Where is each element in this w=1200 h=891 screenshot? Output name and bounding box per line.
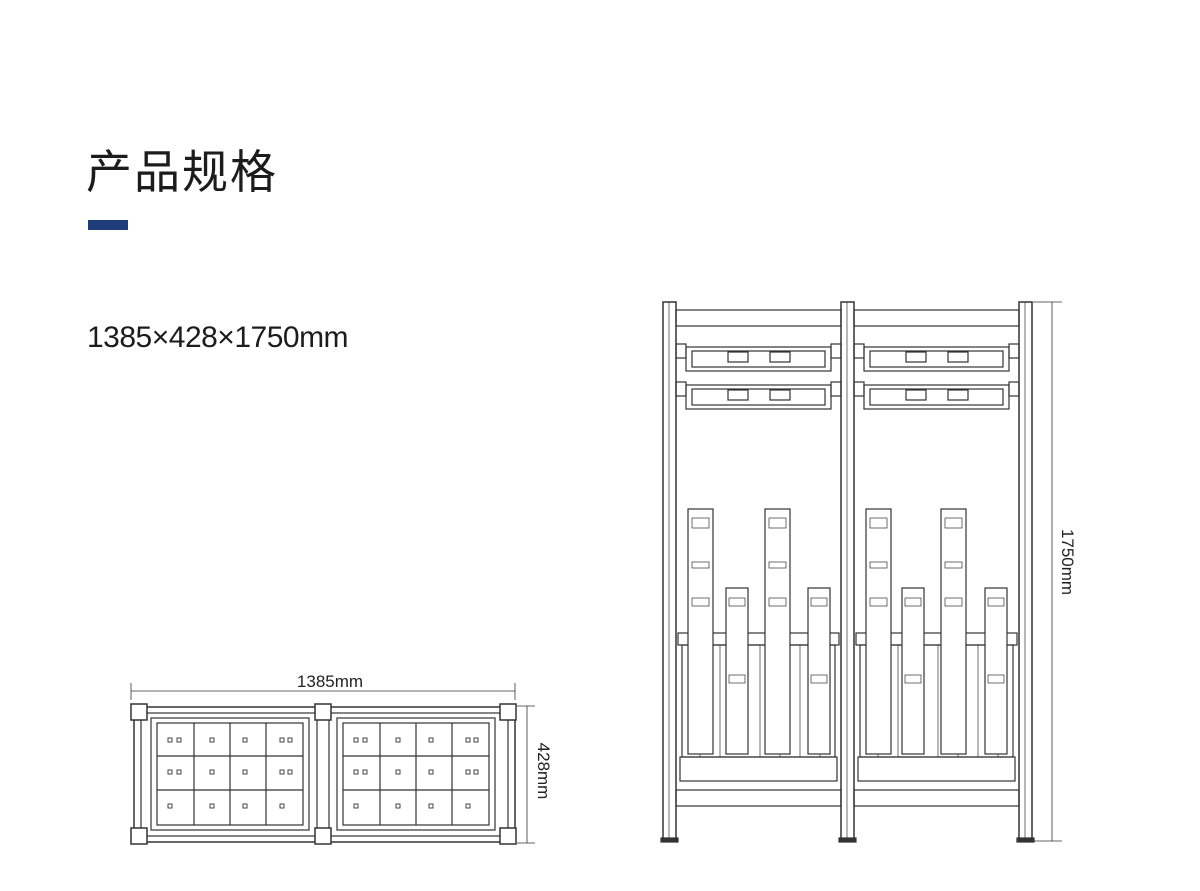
top-view-width-label: 1385mm <box>297 672 363 691</box>
title-accent-bar <box>88 220 128 230</box>
top-view-depth-label: 428mm <box>534 743 553 800</box>
front-view-height-label: 1750mm <box>1058 529 1077 595</box>
top-view-drawing <box>130 683 535 845</box>
overall-dimensions: 1385×428×1750mm <box>87 321 349 354</box>
page-title: 产品规格 <box>86 145 278 199</box>
front-view-drawing <box>660 301 1062 843</box>
